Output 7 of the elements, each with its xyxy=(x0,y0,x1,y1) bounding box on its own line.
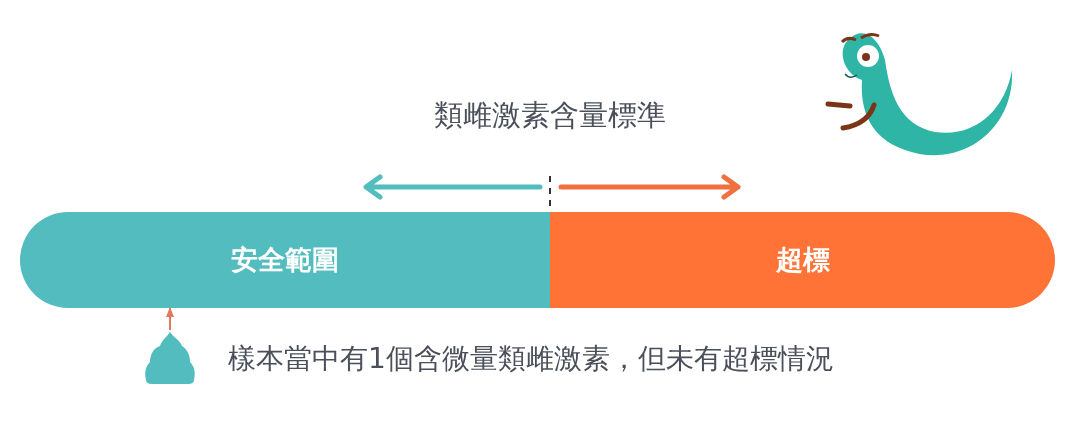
range-bar xyxy=(550,212,1055,308)
leader-line xyxy=(166,307,174,331)
range-bar xyxy=(20,212,550,308)
diagram-title: 類雌激素含量標準 xyxy=(433,97,667,134)
bar-label: 安全範圍 xyxy=(231,243,339,277)
note-text: 樣本當中有1個含微量類雌激素，但未有超標情況 xyxy=(228,341,834,377)
bar-label: 超標 xyxy=(775,243,830,277)
